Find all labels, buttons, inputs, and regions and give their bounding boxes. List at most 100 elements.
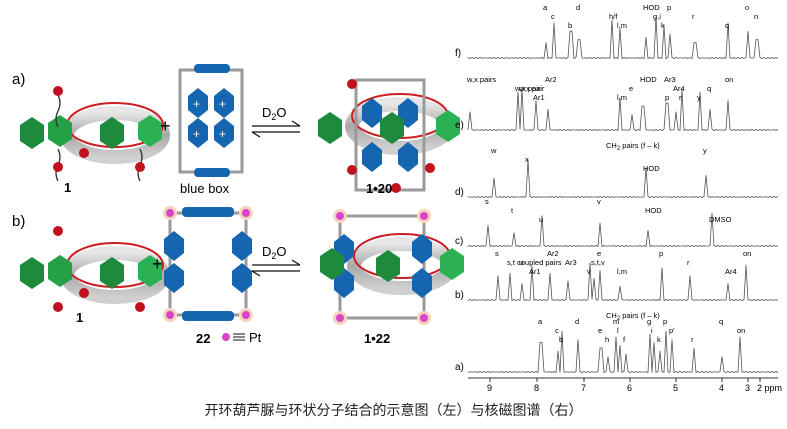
peak-label: m: [613, 317, 619, 326]
spectrum-label: c): [455, 236, 463, 247]
peak-label: k: [661, 21, 665, 30]
peak-label: r: [679, 93, 682, 102]
svg-text:+: +: [219, 127, 226, 141]
ch2-pairs-label: CH2 pairs (f – k): [606, 311, 660, 322]
complex-1-20: [318, 78, 460, 193]
peak-label: a: [543, 3, 548, 12]
plus-a: +: [160, 116, 171, 136]
peak-label: u: [519, 258, 523, 267]
blue-box-label: blue box: [180, 181, 230, 196]
ppm-tick-label: 2 ppm: [757, 383, 782, 393]
guest-molecule-a: [20, 86, 170, 182]
peak-label: Ar3: [664, 75, 676, 84]
peak-label: p: [665, 93, 669, 102]
peak-label: b: [568, 21, 572, 30]
spectrum-trace: [467, 159, 779, 199]
host-22: [163, 206, 253, 322]
peak-label: HOD: [645, 206, 662, 215]
figure-svg: a) b) 1 + +: [12, 3, 782, 393]
peak-label: r: [692, 12, 695, 21]
ppm-tick-label: 4: [719, 383, 724, 393]
peak-label: s,t,v: [591, 258, 605, 267]
peak-label: i: [651, 326, 653, 335]
peak-label: h/f: [609, 12, 618, 21]
peak-label: HOD: [643, 3, 660, 12]
svg-text:+: +: [193, 97, 200, 111]
peak-label: s,t coupled pairs: [507, 258, 562, 267]
ch2-pairs-label: CH2 pairs (f – k): [606, 141, 660, 152]
peak-label: a: [538, 317, 543, 326]
peak-label: Ar1: [533, 93, 545, 102]
peak-label: s: [495, 249, 499, 258]
peak-label: y: [703, 146, 707, 155]
complex-1-20-label: 1•20: [366, 181, 392, 196]
peak-label: HOD: [643, 164, 660, 173]
peak-label: l: [617, 326, 619, 335]
guest-molecule-b: [20, 226, 170, 312]
pt-legend-label: Pt: [249, 330, 262, 345]
spectrum-trace: [467, 262, 779, 302]
ppm-tick-label: 9: [487, 383, 492, 393]
guest-1-label-b: 1: [76, 310, 83, 325]
peak-label: w,x pairs: [466, 75, 496, 84]
peak-label: e: [597, 249, 601, 258]
ppm-tick-label: 6: [627, 383, 632, 393]
svg-text:D2O: D2O: [262, 105, 287, 122]
svg-text:D2O: D2O: [262, 244, 287, 261]
peak-label: Ar4: [673, 84, 685, 93]
peak-label: p: [659, 249, 663, 258]
peak-label: q: [719, 317, 723, 326]
complex-1-22-label: 1•22: [364, 331, 390, 346]
peak-label: HOD: [640, 75, 657, 84]
peak-label: l,m: [617, 267, 627, 276]
host-22-label: 22: [196, 331, 210, 346]
peak-label: o: [745, 3, 749, 12]
scheme-panel: a) b) 1 + +: [12, 64, 464, 346]
row-a-label: a): [12, 71, 25, 88]
equilibrium-arrow-b: D2O: [251, 244, 301, 277]
spectrum-label: d): [455, 187, 464, 198]
blue-box: + + + +: [178, 64, 244, 177]
peak-label: w: [490, 146, 497, 155]
ppm-tick-label: 7: [581, 383, 586, 393]
peak-label: k: [657, 335, 661, 344]
peak-label: q: [707, 84, 711, 93]
peak-label: Ar3: [565, 258, 577, 267]
spectrum-label: a): [455, 362, 464, 373]
peak-label: w,x pair: [514, 84, 541, 93]
spectrum-trace: [467, 88, 779, 132]
peak-label: Ar4: [725, 267, 737, 276]
peak-label: Ar2: [547, 249, 559, 258]
peak-label: on: [737, 326, 745, 335]
peak-label: u: [539, 215, 543, 224]
peak-label: p': [669, 326, 675, 335]
row-b-label: b): [12, 213, 25, 230]
peak-label: on: [725, 75, 733, 84]
peak-label: x: [525, 155, 529, 164]
peak-label: Ar1: [529, 267, 541, 276]
peak-label: Ar2: [545, 75, 557, 84]
figure-caption: 开环葫芦脲与环状分子结合的示意图（左）与核磁图谱（右）: [204, 403, 583, 419]
spectrum-trace: [467, 212, 779, 248]
peak-label: n: [754, 12, 758, 21]
peak-label: h: [605, 335, 609, 344]
peak-label: y: [697, 93, 701, 102]
complex-1-22: [320, 209, 464, 325]
svg-text:+: +: [219, 97, 226, 111]
peak-label: v: [587, 267, 591, 276]
peak-label: c: [555, 326, 559, 335]
peak-label: p: [667, 3, 671, 12]
spectrum-trace: [467, 16, 779, 60]
peak-label: q: [725, 21, 729, 30]
peak-label: e: [598, 326, 602, 335]
peak-label: e: [629, 84, 633, 93]
peak-label: g,i: [653, 12, 661, 21]
peak-label: f: [623, 335, 626, 344]
spectrum-label: b): [455, 290, 464, 301]
peak-label: t: [511, 206, 514, 215]
peak-label: DMSO: [709, 215, 732, 224]
pt-legend-dot: [222, 333, 230, 341]
peak-label: b: [559, 335, 563, 344]
ppm-tick-label: 3: [745, 383, 750, 393]
